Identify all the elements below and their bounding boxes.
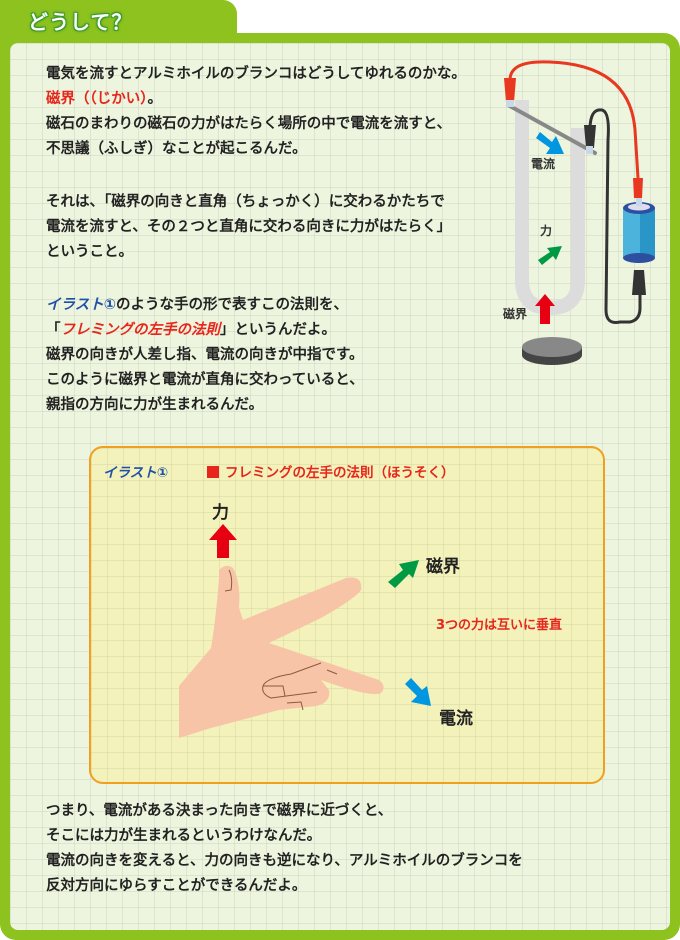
intro-line-4: 不思議（ふしぎ）なことが起こるんだ。 xyxy=(46,141,307,157)
magnetic-field-term: 磁界（（じかい） xyxy=(46,91,148,107)
current-arrow-icon xyxy=(405,678,431,706)
force-arrow-icon xyxy=(538,246,562,265)
hand-icon xyxy=(179,565,384,738)
red-wire xyxy=(508,60,640,179)
magnetic-field-arrow-icon xyxy=(388,560,419,588)
explanation-paragraph: それは、「磁界の向きと直角（ちょっかく）に交わるかたちで 電流を流すと、その２つ… xyxy=(46,194,452,260)
illustration-title: フレミングの左手の法則（ほうそく） xyxy=(207,461,455,481)
conclusion-paragraph: つまり、電流がある決まった向きで磁界に近づくと、 そこには力が生まれるというわけ… xyxy=(46,803,523,894)
red-clip-icon xyxy=(504,78,516,102)
intro-line-3: 磁石のまわりの磁石の力がはたらく場所の中で電流を流すと、 xyxy=(46,116,452,132)
force-arrow-icon xyxy=(209,524,237,558)
illustration-reference: イラスト① xyxy=(46,297,116,313)
apparatus-current-label: 電流 xyxy=(531,157,556,171)
header-title: どうして？ xyxy=(28,10,133,34)
rule-paragraph: イラスト①のような手の形で表すこの法則を、 「フレミングの左手の法則」というんだ… xyxy=(46,297,364,413)
illustration-box: イラスト① フレミングの左手の法則（ほうそく） 力 磁界 電流 3つの力は互いに… xyxy=(89,446,605,784)
magnetic-field-label: 磁界 xyxy=(426,557,460,577)
black-clip-icon xyxy=(584,125,596,148)
fleming-rule-term: フレミングの左手の法則 xyxy=(60,322,221,338)
intro-line-2: 磁界（（じかい）。 xyxy=(46,91,162,107)
apparatus-field-label: 磁界 xyxy=(503,307,528,321)
apparatus-force-label: 力 xyxy=(540,224,553,238)
swing-apparatus-illustration xyxy=(504,60,655,365)
field-arrow-icon xyxy=(535,294,555,324)
rod xyxy=(506,103,597,155)
intro-paragraph: 電気を流すとアルミホイルのブランコはどうしてゆれるのかな。 磁界（（じかい）。 … xyxy=(46,62,466,162)
intro-line-1: 電気を流すとアルミホイルのブランコはどうしてゆれるのかな。 xyxy=(46,66,466,82)
square-bullet-icon xyxy=(207,466,219,478)
perpendicular-note: 3つの力は互いに垂直 xyxy=(436,618,563,633)
current-arrow-icon xyxy=(536,132,564,154)
foil-swing xyxy=(515,100,585,316)
black-wire xyxy=(588,108,642,324)
current-label: 電流 xyxy=(439,709,473,729)
force-label: 力 xyxy=(212,503,229,523)
illustration-label: イラスト① xyxy=(103,465,169,481)
left-hand-illustration xyxy=(179,524,431,738)
